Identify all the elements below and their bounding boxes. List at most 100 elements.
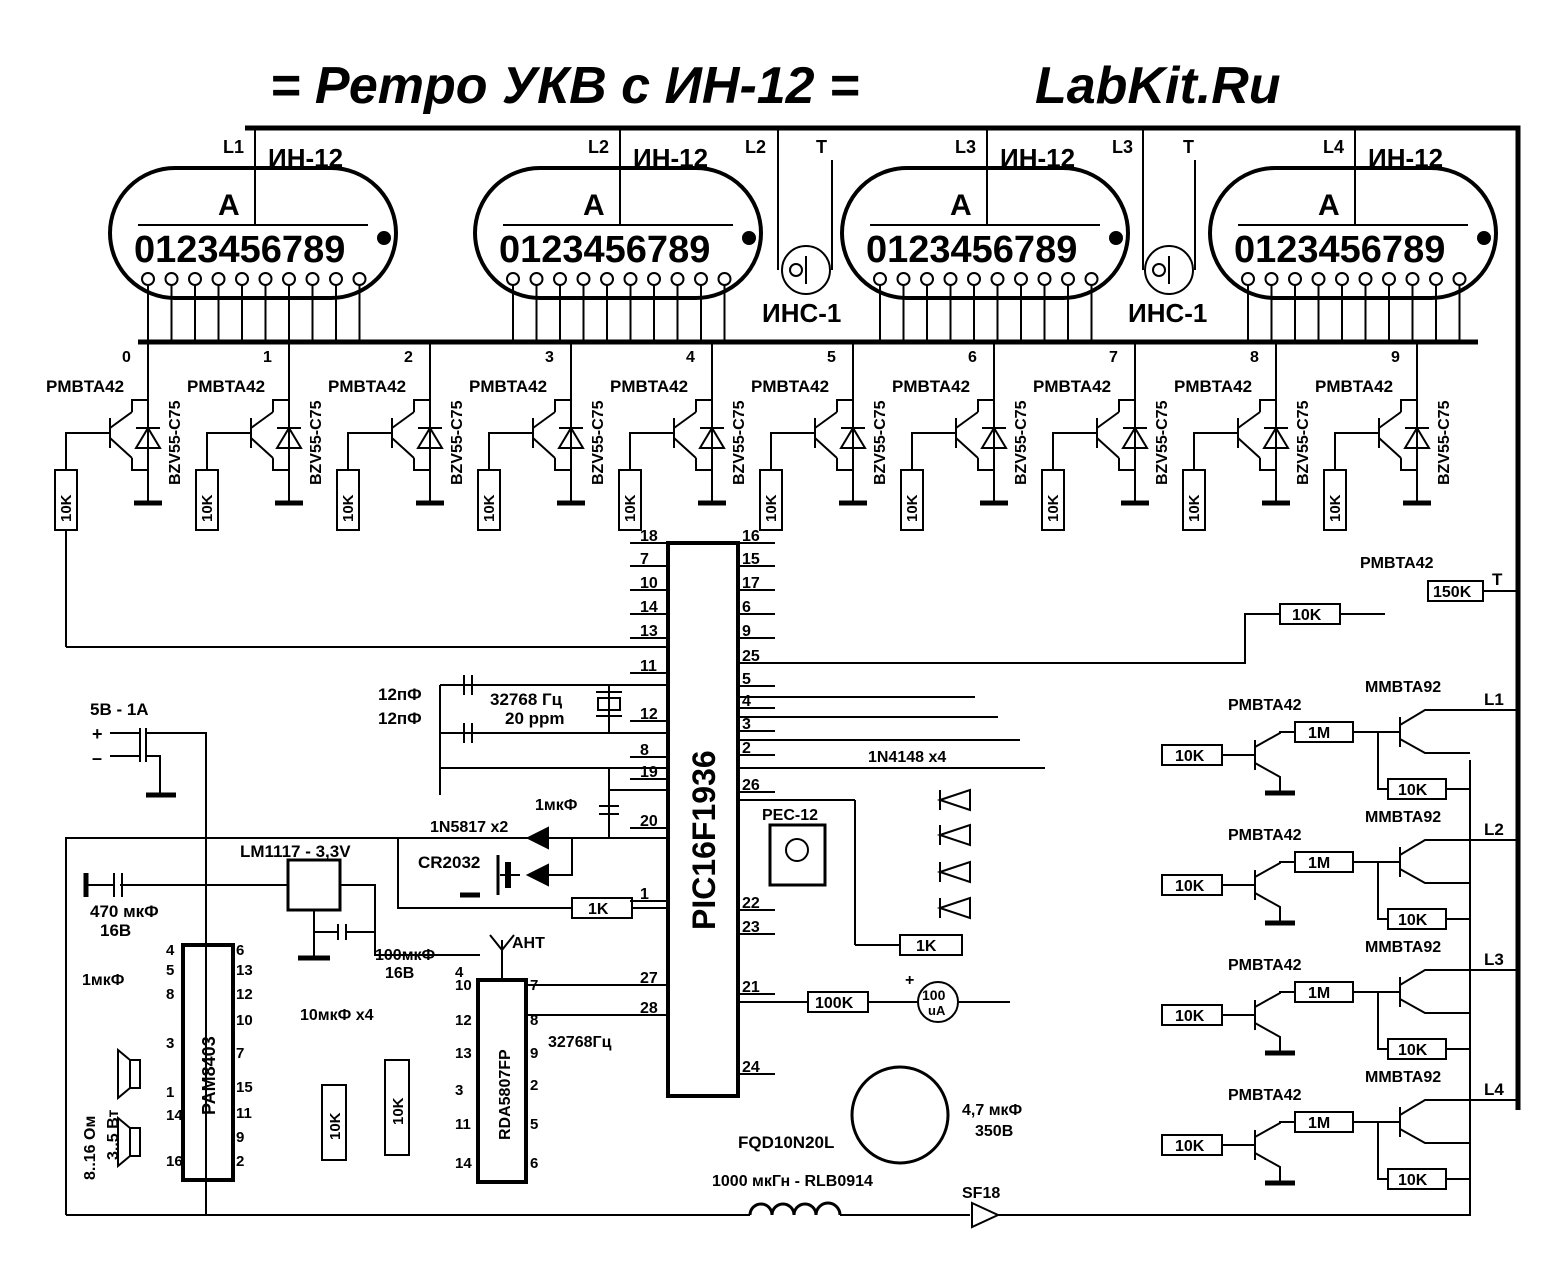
mcu-pin-1: 1 [640,886,649,903]
tube-name: ИН-12 [1000,143,1075,173]
anode-pnp [1353,709,1518,754]
volume-resistor-2 [384,1059,410,1156]
driver-transistor [109,399,148,471]
mosfet-label: FQD10N20L [738,1133,834,1152]
encoder-body [768,823,827,887]
mcu-pin-9: 9 [742,623,751,640]
tube-envelope [1208,166,1498,300]
encoder-knob [785,838,809,862]
driver-zener [557,426,585,449]
ins1-lamp-1 [777,128,833,295]
digit-number: 8 [1250,349,1259,366]
boost-diode-label: SF18 [962,1185,1000,1202]
driver-resistor [1182,469,1206,531]
mcu-pin-2: 2 [742,740,751,757]
amp-cap-label: 1мкФ [82,972,125,989]
inductor-coil [748,1201,842,1216]
rda5807-label: RDA5807FP [497,1049,514,1140]
crystal-ppm: 20 ppm [505,709,565,728]
amp-pin-14: 14 [166,1107,183,1124]
tube-pin [1037,272,1052,286]
anode-pull-wiring [1377,862,1470,920]
driver-transistor [250,399,289,471]
driver-base-wire [1052,432,1097,470]
mcu-pin-15: 15 [742,551,760,568]
ins1-lamp-2 [1142,128,1196,295]
tube-anode-glyph: А [583,189,605,222]
pam8403-label: PAM8403 [199,1036,219,1115]
digit-number: 5 [827,349,836,366]
digit-number: 7 [1109,349,1118,366]
sep-r1-label: 10K [1292,607,1322,624]
anode-npn-label: PMBTA42 [1228,697,1302,714]
tube-label: L1 [223,137,244,157]
driver-transistor [1096,399,1135,471]
driver-resistor [195,469,219,531]
crystal-section [439,675,668,838]
anode-pnp-label: MMBTA92 [1365,1069,1441,1086]
mcu-pin-6: 6 [742,599,751,616]
driver-transistor-label: PMBTA42 [892,377,970,396]
radio-pin-11: 11 [455,1116,471,1133]
speaker-power: 3..5 Вт [105,1110,122,1160]
mcu-body [666,541,740,1098]
tube-pin [282,272,296,286]
digit-number: 6 [968,349,977,366]
driver-transistor-label: PMBTA42 [610,377,688,396]
tube-envelope [473,166,763,300]
anode-npn [1222,1121,1295,1183]
anode-pnp [1353,839,1518,884]
mcu-pin-27: 27 [640,970,658,987]
sep-r2-label: 150K [1433,584,1472,601]
anode-r-1m-label: 1M [1308,1115,1330,1132]
tube-pin [873,272,887,286]
anode-pnp-label: MMBTA92 [1365,679,1441,696]
tube-pin [1061,272,1075,286]
ins1-t-label-2: T [1183,137,1194,157]
driver-transistor-label: PMBTA42 [751,377,829,396]
tube-anode-glyph: А [218,189,240,222]
radio-wiring [489,934,668,1016]
mcu-pin-7: 7 [640,551,649,568]
tube-name: ИН-12 [633,143,708,173]
mcu-pin-22: 22 [742,895,760,912]
driver-resistor [1323,469,1347,531]
driver-r-label: 10K [481,494,498,522]
mcu-pin-12: 12 [640,706,658,723]
reset-r-label: 1K [588,901,609,918]
amp-pin-13: 13 [236,962,253,979]
tube-pin [967,272,981,286]
radio-pin-5: 5 [530,1116,538,1133]
volume-r-label-2: 10K [390,1097,407,1125]
mcu-pin-5: 5 [742,671,751,688]
anode-pnp-label: MMBTA92 [1365,939,1441,956]
tube-pin [506,272,520,286]
tube-pin [717,272,732,286]
driver-base-wire [1193,432,1238,470]
radio-pin-12: 12 [455,1012,472,1029]
driver-transistor-label: PMBTA42 [1315,377,1393,396]
anode-pnp-label: MMBTA92 [1365,809,1441,826]
title-right: LabKit.Ru [1035,57,1281,115]
mcu-pin-28: 28 [640,1000,658,1017]
tube-pin [1084,272,1099,286]
anode-out-label: L1 [1484,690,1504,709]
mcu-pin-14: 14 [640,599,658,616]
amp-pin-8: 8 [166,986,174,1003]
tube-pin [1335,272,1349,286]
ins1-a-label-2: L3 [1112,137,1133,157]
key-diodes [738,696,1045,946]
amp-pin-6: 6 [236,942,244,959]
anode-out-label: L3 [1484,950,1504,969]
tube-pin [529,272,544,286]
driver-transistor [814,399,853,471]
anode-r-1m-label: 1M [1308,985,1330,1002]
anode-r-base-label: 10K [1175,748,1205,765]
amp-pin-10: 10 [236,1012,253,1029]
battery-label: CR2032 [418,853,480,872]
tube-name: ИН-12 [1368,143,1443,173]
tube-pin [576,272,591,286]
